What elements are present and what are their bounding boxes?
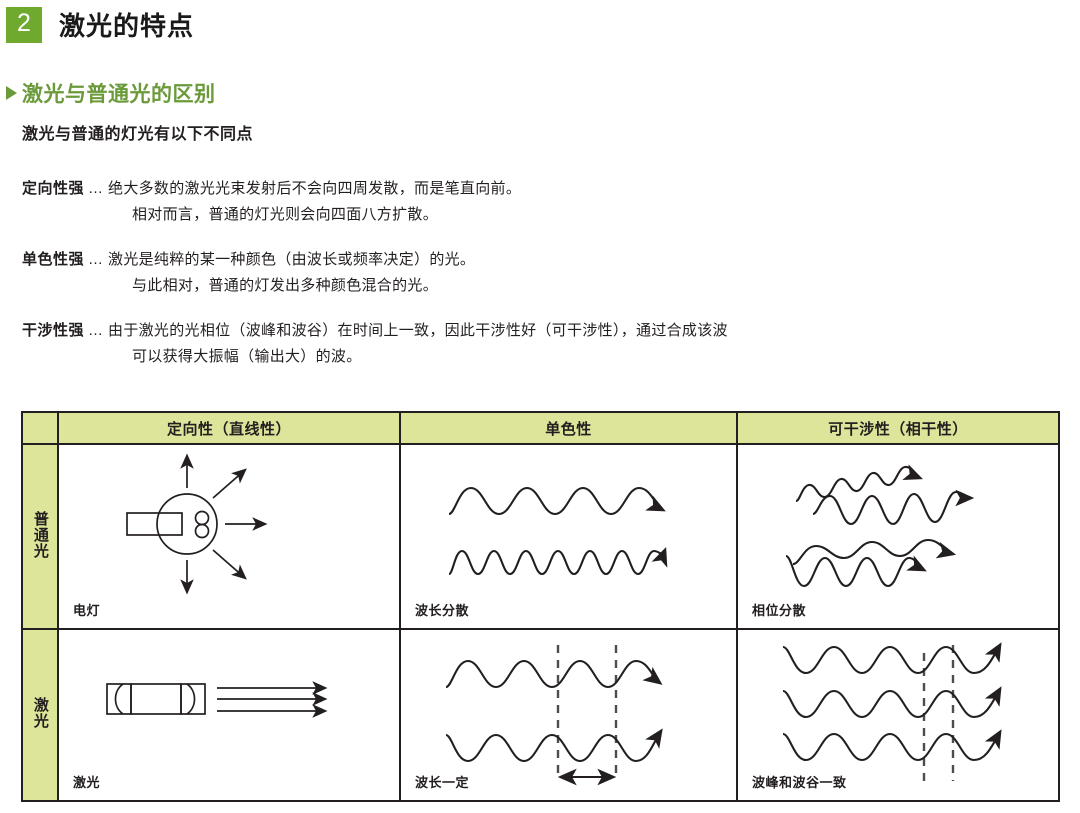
row-label-ordinary-light: 普通光 [21, 443, 59, 630]
cell-caption: 激光 [73, 775, 101, 790]
feature-line2: 相对而言，普通的灯光则会向四面八方扩散。 [132, 206, 439, 223]
table-column-header: 定向性（直线性） [57, 411, 401, 445]
diagram-phase-dispersion: 相位分散 [736, 443, 1060, 630]
feature-dots: … [88, 180, 105, 197]
feature-item: 单色性强…激光是纯粹的某一种颜色（由波长或频率决定）的光。 与此相对，普通的灯发… [22, 247, 1062, 299]
feature-label: 定向性强 [22, 180, 85, 197]
two-waves-different-wavelength-icon [448, 486, 668, 576]
feature-line1: 绝大多数的激光光束发射后不会向四周发散，而是笔直向前。 [108, 180, 522, 197]
section-number-badge: 2 [6, 6, 42, 43]
laser-device-parallel-beams-icon [106, 681, 328, 718]
comparison-table: 定向性（直线性） 单色性 可干涉性（相干性） 普通光 [21, 411, 1060, 802]
cell-caption: 波长分散 [415, 603, 470, 618]
table-column-header: 可干涉性（相干性） [736, 411, 1060, 445]
feature-label: 单色性强 [22, 251, 85, 268]
diagram-in-phase-waves: 波峰和波谷一致 [736, 628, 1060, 802]
diagram-fixed-wavelength: 波长一定 [399, 628, 738, 802]
cell-caption: 波长一定 [415, 775, 470, 790]
triangle-right-icon [6, 86, 17, 100]
feature-line1: 由于激光的光相位（波峰和波谷）在时间上一致，因此干涉性好（可干涉性），通过合成该… [108, 322, 728, 339]
cell-caption: 波峰和波谷一致 [752, 775, 847, 790]
feature-line2: 与此相对，普通的灯发出多种颜色混合的光。 [132, 277, 439, 294]
table-header-row: 定向性（直线性） 单色性 可干涉性（相干性） [21, 411, 1060, 445]
feature-dots: … [88, 251, 105, 268]
table-corner-cell [21, 411, 59, 445]
feature-label: 干涉性强 [22, 322, 85, 339]
four-waves-random-phase-icon [785, 464, 975, 588]
three-waves-in-phase-dashed-icon [782, 642, 1002, 781]
cell-caption: 相位分散 [752, 603, 807, 618]
diagram-wavelength-dispersion: 波长分散 [399, 443, 738, 630]
row-label-text: 激光 [31, 697, 49, 729]
diagram-laser-parallel-beams: 激光 [57, 628, 401, 802]
feature-item: 干涉性强…由于激光的光相位（波峰和波谷）在时间上一致，因此干涉性好（可干涉性），… [22, 318, 1062, 370]
two-waves-same-wavelength-dashed-measure-icon [445, 645, 663, 786]
section-heading-label: 激光与普通光的区别 [22, 83, 216, 106]
cell-caption: 电灯 [73, 603, 101, 618]
feature-dots: … [88, 322, 105, 339]
lead-sentence: 激光与普通的灯光有以下不同点 [22, 126, 254, 143]
feature-line2: 可以获得大振幅（输出大）的波。 [132, 348, 362, 365]
page-title-row: 2 激光的特点 [6, 6, 194, 43]
diagram-lightbulb-radiating: 电灯 [57, 443, 401, 630]
lightbulb-radiating-arrows-icon [126, 453, 268, 595]
row-label-text: 普通光 [31, 510, 49, 559]
feature-item: 定向性强…绝大多数的激光光束发射后不会向四周发散，而是笔直向前。 相对而言，普通… [22, 176, 1062, 228]
table-row: 激光 [21, 628, 1060, 802]
table-column-header: 单色性 [399, 411, 738, 445]
table-row: 普通光 [21, 443, 1060, 630]
feature-line1: 激光是纯粹的某一种颜色（由波长或频率决定）的光。 [108, 251, 476, 268]
row-label-laser: 激光 [21, 628, 59, 802]
section-heading: 激光与普通光的区别 [6, 78, 216, 108]
page-title: 激光的特点 [59, 11, 195, 41]
